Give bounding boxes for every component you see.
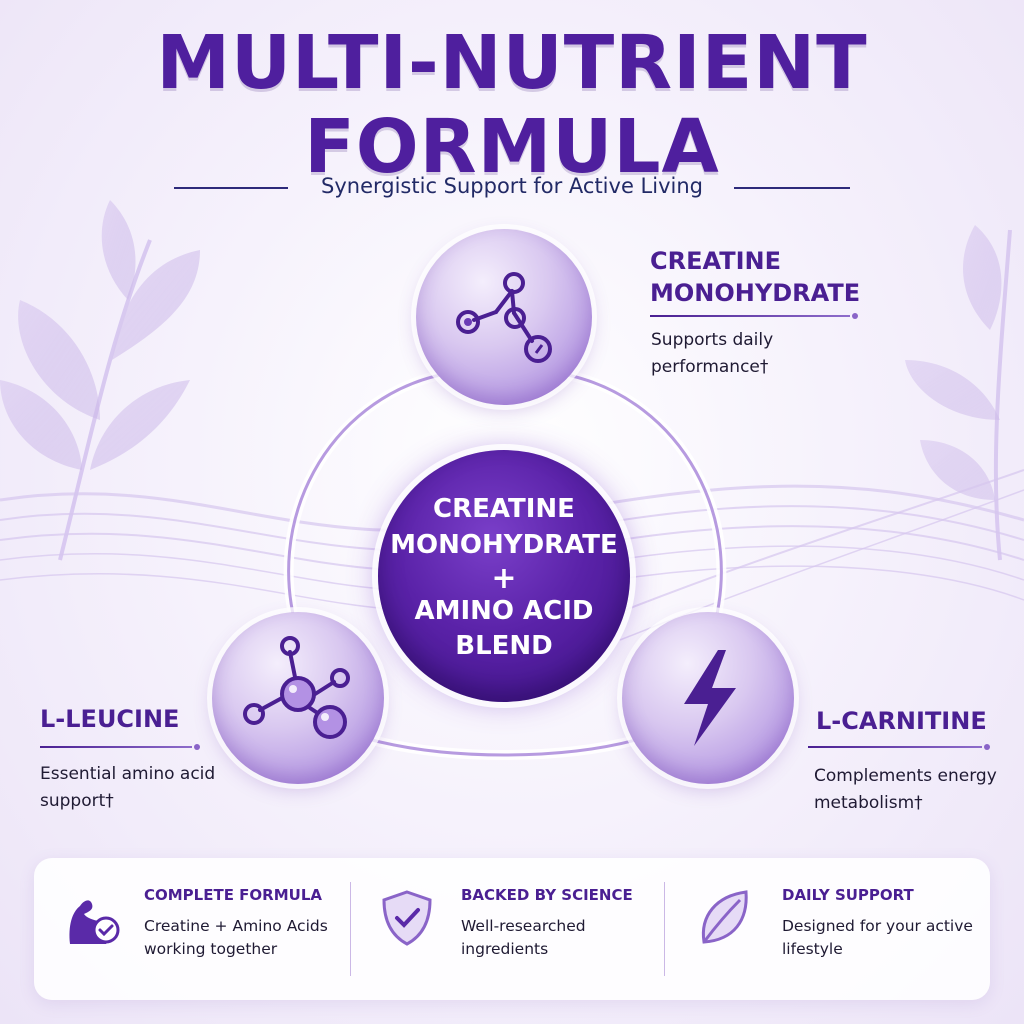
feature-divider-1 <box>350 882 351 976</box>
subtitle-row: Synergistic Support for Active Living <box>0 172 1024 202</box>
feature-divider-2 <box>664 882 665 976</box>
creatine-title-line2: MONOHYDRATE <box>650 279 861 307</box>
leucine-title: L-LEUCINE <box>40 705 180 733</box>
molecule-icon <box>456 272 552 363</box>
carnitine-title: L-CARNITINE <box>816 707 987 735</box>
center-text-line5: BLEND <box>455 631 553 661</box>
leucine-desc-line1: Essential amino acid <box>40 764 216 784</box>
creatine-title-line1: CREATINE <box>650 247 781 275</box>
feature-daily-support-desc-line2: lifestyle <box>782 940 843 958</box>
molecule-cluster-icon <box>243 636 350 739</box>
carnitine-desc-line1: Complements energy <box>814 766 997 786</box>
shield-check-icon <box>382 890 432 946</box>
feature-backed-by-science-title: BACKED BY SCIENCE <box>461 886 633 904</box>
feature-complete-formula-desc-line2: working together <box>144 940 278 958</box>
carnitine-label-line <box>808 746 982 748</box>
carnitine-bubble <box>622 612 794 784</box>
creatine-label-line <box>650 315 850 317</box>
right-leaves-decoration <box>905 225 1012 561</box>
subtitle-divider-left <box>174 187 288 189</box>
creatine-label-dot <box>852 313 858 319</box>
center-text-line1: CREATINE <box>433 494 575 524</box>
subtitle-divider-right <box>734 187 850 189</box>
center-formula-orb: CREATINE MONOHYDRATE + AMINO ACID BLEND <box>378 450 630 702</box>
carnitine-label-dot <box>984 744 990 750</box>
center-text-line2: MONOHYDRATE <box>390 530 618 560</box>
feature-backed-by-science-desc-line2: ingredients <box>461 940 549 958</box>
feature-complete-formula-title: COMPLETE FORMULA <box>144 886 323 904</box>
leucine-desc-line2: support† <box>40 791 114 811</box>
left-leaves-decoration <box>0 200 200 561</box>
center-text-line3: + <box>491 561 517 596</box>
feature-backed-by-science-desc-line1: Well-researched <box>461 917 586 935</box>
leucine-bubble <box>212 612 384 784</box>
page-title-line2: FORMULA <box>304 104 720 190</box>
creatine-desc-line1: Supports daily <box>651 330 774 350</box>
features-panel: COMPLETE FORMULA Creatine + Amino Acids … <box>34 858 990 1000</box>
feature-complete-formula-desc-line1: Creatine + Amino Acids <box>144 917 328 935</box>
page-title-line1: MULTI-NUTRIENT <box>156 20 868 106</box>
carnitine-desc-line2: metabolism† <box>814 793 923 813</box>
leaf-icon <box>701 890 748 944</box>
flexed-arm-check-icon <box>69 900 120 944</box>
creatine-desc-line2: performance† <box>651 357 769 377</box>
page-subtitle: Synergistic Support for Active Living <box>321 174 703 198</box>
feature-daily-support-desc-line1: Designed for your active <box>782 917 973 935</box>
leucine-label-line <box>40 746 192 748</box>
feature-daily-support-title: DAILY SUPPORT <box>782 886 914 904</box>
lightning-bolt-icon <box>684 650 736 746</box>
center-text-line4: AMINO ACID <box>414 596 594 626</box>
creatine-bubble <box>416 229 592 405</box>
leucine-label-dot <box>194 744 200 750</box>
